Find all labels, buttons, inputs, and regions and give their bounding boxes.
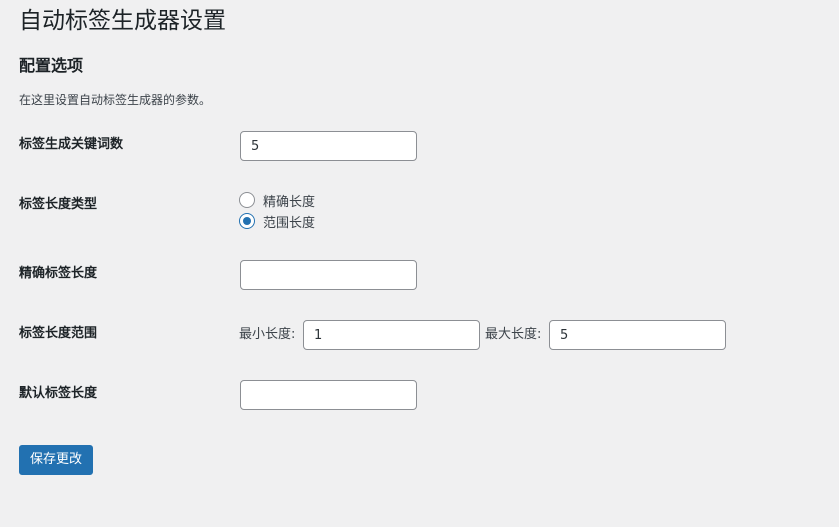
radio-range-length-label: 范围长度 bbox=[263, 215, 316, 231]
page-title: 自动标签生成器设置 bbox=[19, 8, 226, 34]
min-length-label: 最小长度: bbox=[239, 327, 296, 342]
default-length-input[interactable] bbox=[240, 380, 417, 410]
save-changes-button[interactable]: 保存更改 bbox=[19, 445, 94, 475]
exact-length-input[interactable] bbox=[240, 260, 417, 290]
length-range-label: 标签长度范围 bbox=[19, 326, 98, 341]
default-length-label: 默认标签长度 bbox=[19, 386, 98, 401]
radio-exact-length-circle[interactable] bbox=[239, 192, 255, 208]
exact-length-label: 精确标签长度 bbox=[19, 266, 98, 281]
keyword-count-label: 标签生成关键词数 bbox=[19, 137, 124, 152]
radio-range-length-circle[interactable] bbox=[239, 213, 255, 229]
section-description: 在这里设置自动标签生成器的参数。 bbox=[19, 93, 212, 107]
max-length-label: 最大长度: bbox=[485, 327, 542, 342]
length-type-label: 标签长度类型 bbox=[19, 197, 98, 212]
section-title: 配置选项 bbox=[19, 56, 84, 75]
min-length-input[interactable] bbox=[303, 320, 480, 350]
keyword-count-input[interactable] bbox=[240, 131, 417, 161]
radio-exact-length-label: 精确长度 bbox=[263, 194, 316, 210]
radio-range-length[interactable]: 范围长度 bbox=[239, 211, 315, 231]
max-length-input[interactable] bbox=[549, 320, 726, 350]
radio-exact-length[interactable]: 精确长度 bbox=[239, 190, 315, 210]
